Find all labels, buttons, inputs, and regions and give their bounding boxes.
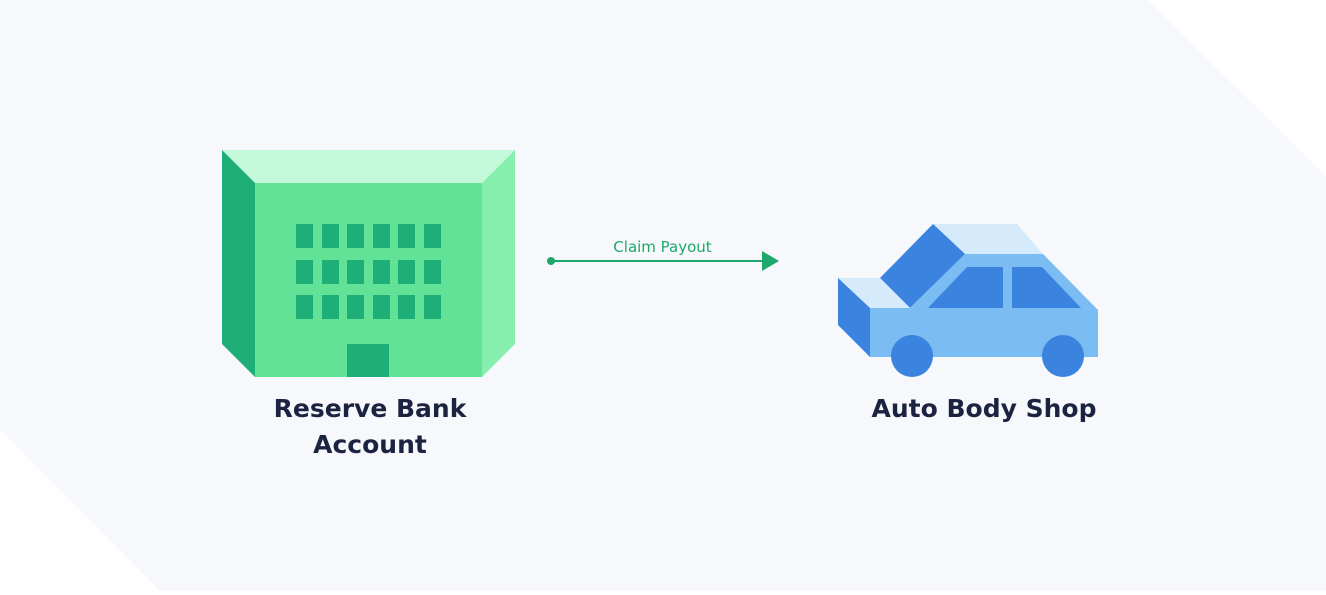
car-hood-top (838, 278, 910, 308)
edge-label-claim-payout: Claim Payout (613, 238, 712, 256)
car-front-face (838, 278, 870, 357)
car-rear-wheel (1042, 335, 1084, 377)
car-window-rear (1012, 267, 1081, 308)
car-icon (838, 224, 1098, 377)
shop-node-label: Auto Body Shop (871, 394, 1097, 423)
car-front-wheel (891, 335, 933, 377)
bank-label-line1: Reserve Bank (273, 394, 467, 423)
building-top-face (222, 150, 515, 183)
bank-label-line2: Account (313, 430, 427, 459)
claim-payout-arrow (547, 251, 779, 271)
car-roof-side (880, 224, 965, 308)
car-window-front (928, 267, 1003, 308)
arrowhead (762, 251, 779, 271)
building-door (347, 344, 389, 377)
car-roof-top (933, 224, 1043, 254)
building-left-face (222, 150, 255, 377)
bank-building-icon (222, 150, 515, 377)
building-windows (296, 224, 441, 319)
building-right-face (482, 150, 515, 377)
bank-node-label: Reserve Bank Account (170, 391, 570, 463)
